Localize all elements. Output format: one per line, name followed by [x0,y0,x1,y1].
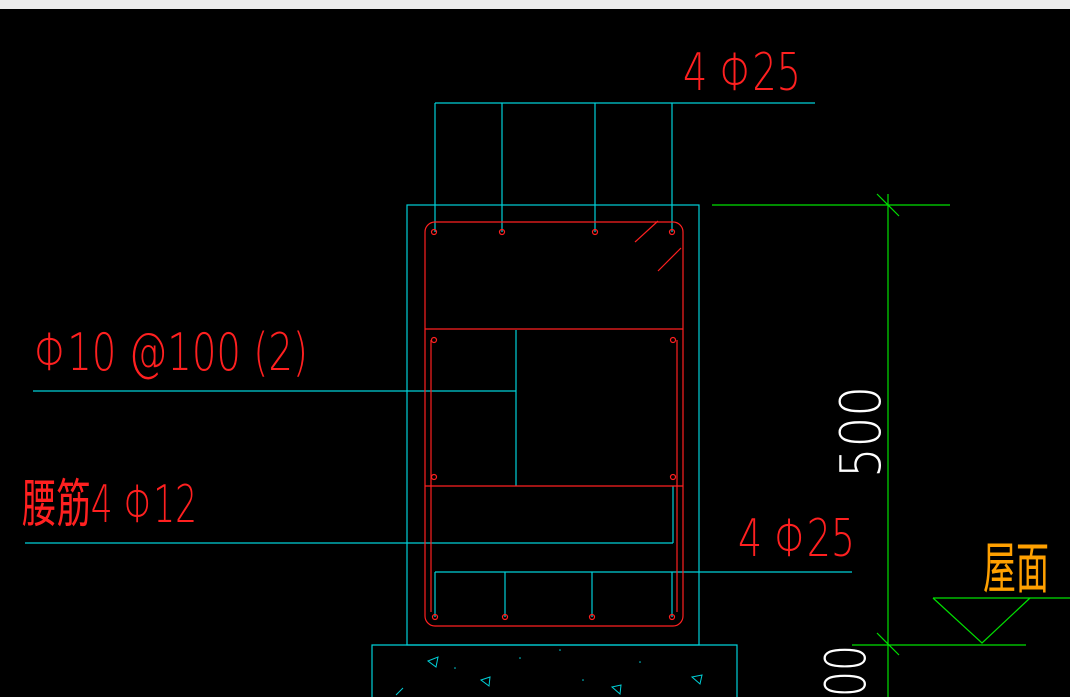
dimension-tick [876,632,900,656]
top-rebar-label: 4 Φ25 [683,43,801,103]
cad-canvas[interactable]: 4 Φ25 Φ10 @100 (2) 腰筋4 Φ12 4 Φ25 屋面 500 … [0,9,1070,697]
bottom-rebar-label: 4 Φ25 [738,509,855,569]
dimension-tick [876,193,900,217]
aggregate-dots [454,649,641,681]
rebar-dot [430,473,438,481]
section-outline [25,102,852,697]
rebar-dot [431,613,439,621]
beam-outline [406,204,700,646]
triangle-aggregate-icon [395,656,703,696]
slab-outline [371,644,738,697]
rebar-dot [430,336,438,344]
dimension-500-label: 500 [829,386,894,478]
rebar-dot [669,473,677,481]
stirrup-outer [424,221,684,627]
rebar-dot [668,228,676,236]
rebar-dot [668,613,676,621]
rebar-dot [498,228,506,236]
rebar-dot [501,613,509,621]
rebar-cage [424,220,684,627]
roof-label: 屋面 [983,537,1049,602]
dimension-partial-label: 00 [814,645,879,697]
triangle-elevation-icon [932,597,1031,644]
window-top-bar [0,0,1070,9]
waist-rebar-label: 腰筋4 Φ12 [22,475,197,535]
rebar-dot [591,228,599,236]
stirrup-hook [634,220,659,243]
rebar-dot [430,228,438,236]
stirrup-label: Φ10 @100 (2) [34,323,308,383]
dimension-lines [712,193,1070,697]
rebar-dot [669,336,677,344]
rebar-dot [588,613,596,621]
beam-section-drawing: 4 Φ25 Φ10 @100 (2) 腰筋4 Φ12 4 Φ25 屋面 500 … [22,43,1070,697]
